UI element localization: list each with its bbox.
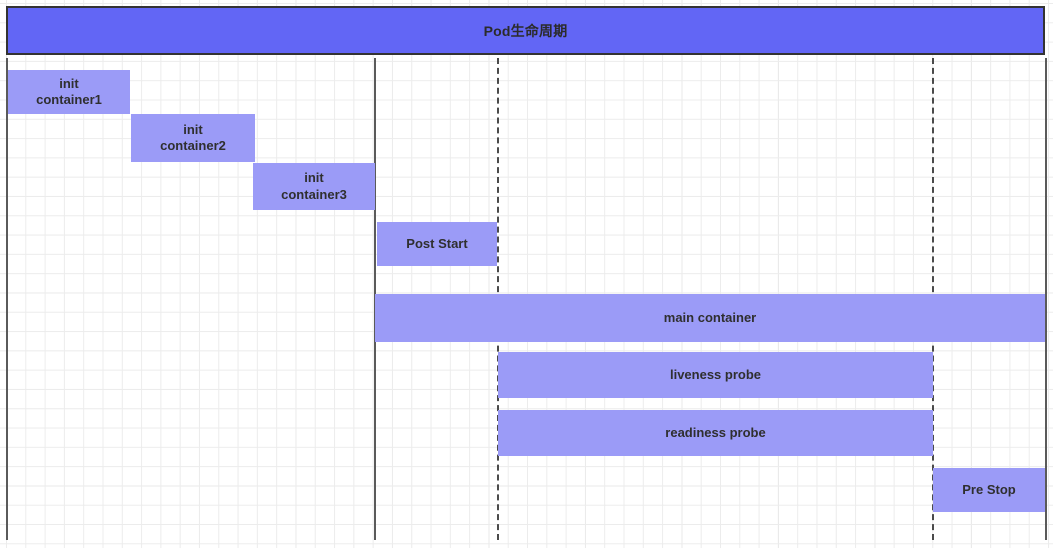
- bar-init-container-3[interactable]: init container3: [253, 163, 375, 210]
- bar-pre-stop[interactable]: Pre Stop: [933, 468, 1045, 512]
- bar-label-main-container: main container: [663, 309, 757, 325]
- axis-line-right-axis: [1045, 58, 1047, 540]
- bar-main-container[interactable]: main container: [375, 294, 1045, 342]
- bar-post-start[interactable]: Post Start: [377, 222, 497, 266]
- axis-line-left-axis: [6, 58, 8, 540]
- bar-liveness-probe[interactable]: liveness probe: [498, 352, 933, 398]
- bar-label-readiness-probe: readiness probe: [665, 424, 766, 440]
- bar-label-init-container-3: init container3: [281, 170, 347, 202]
- bar-init-container-2[interactable]: init container2: [131, 114, 255, 162]
- diagram-title: Pod生命周期: [483, 22, 568, 39]
- bar-label-init-container-2: init container2: [160, 121, 226, 153]
- bar-init-container-1[interactable]: init container1: [8, 70, 130, 114]
- bar-label-liveness-probe: liveness probe: [669, 366, 762, 382]
- bar-label-post-start: Post Start: [406, 235, 468, 251]
- bar-label-init-container-1: init container1: [36, 75, 102, 107]
- bar-readiness-probe[interactable]: readiness probe: [498, 410, 933, 456]
- bar-label-pre-stop: Pre Stop: [962, 481, 1016, 497]
- diagram-title-bar: Pod生命周期: [6, 6, 1045, 55]
